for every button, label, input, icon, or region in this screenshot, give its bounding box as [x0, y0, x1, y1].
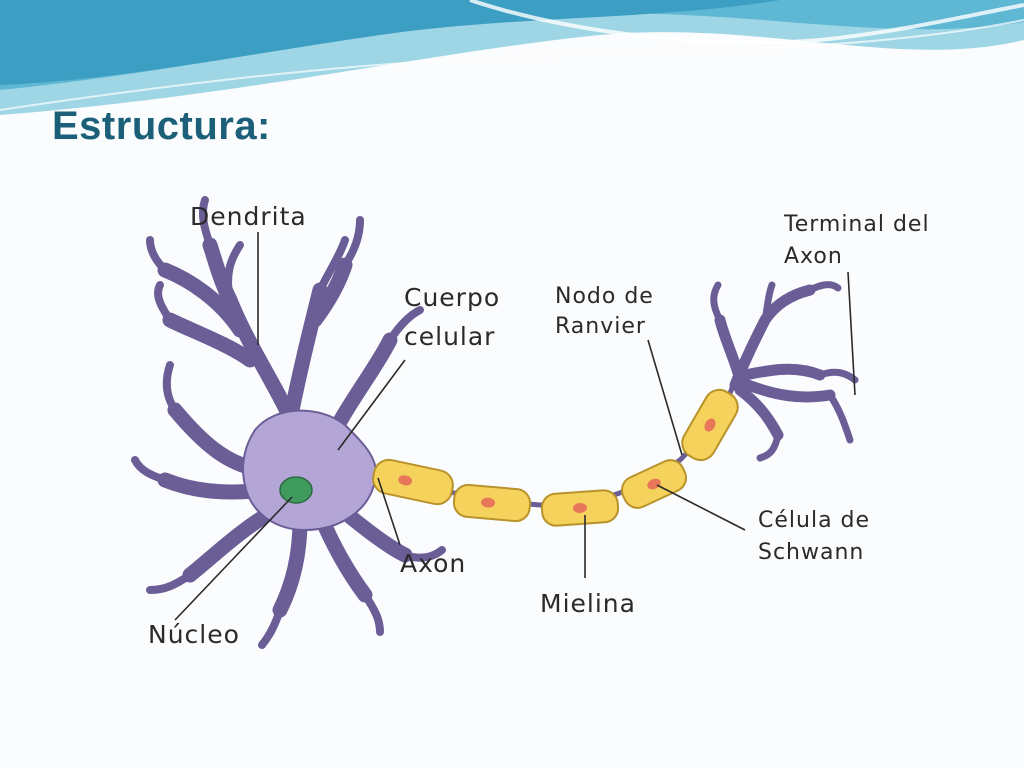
- leader-axon: [377, 477, 401, 546]
- myelin-segment: [452, 483, 532, 523]
- label-schwann-line1: Célula de: [758, 508, 870, 533]
- label-dendrita: Dendrita: [190, 202, 307, 231]
- label-mielina: Mielina: [540, 589, 636, 618]
- schwann-nucleus: [573, 502, 587, 514]
- label-schwann-line2: Schwann: [758, 540, 864, 565]
- leader-cuerpo: [337, 359, 406, 451]
- leader-nucleo: [174, 496, 293, 621]
- label-terminal-line1: Terminal del: [783, 212, 930, 237]
- axon-terminal: [710, 281, 859, 462]
- leader-schwann: [656, 484, 746, 531]
- schwann-nucleus: [647, 478, 661, 490]
- label-nodo-line2: Ranvier: [555, 314, 646, 339]
- label-nodo-line1: Nodo de: [555, 284, 654, 309]
- schwann-nucleus: [481, 497, 496, 508]
- myelin-sheath: [372, 388, 739, 527]
- cell-body: [242, 409, 377, 532]
- schwann-nucleus: [704, 418, 716, 432]
- schwann-nucleus: [398, 475, 413, 486]
- wave-highlight: [469, 0, 1024, 45]
- leader-terminal: [847, 271, 856, 396]
- myelin-segment: [372, 458, 454, 506]
- myelin-segment: [540, 489, 620, 527]
- label-cuerpo-line2: celular: [404, 322, 495, 351]
- label-nucleo: Núcleo: [148, 620, 240, 649]
- leader-lines: [174, 232, 856, 621]
- myelin-segment: [620, 459, 688, 509]
- myelin-segment: [681, 388, 739, 462]
- header-wave-banner: [0, 0, 1024, 115]
- label-cuerpo-line1: Cuerpo: [404, 283, 500, 312]
- label-axon: Axon: [400, 549, 466, 578]
- label-terminal-line2: Axon: [784, 244, 843, 269]
- slide-title: Estructura:: [52, 104, 271, 148]
- leader-nodo: [647, 339, 683, 456]
- nucleus: [279, 476, 313, 504]
- wave-line: [0, 19, 1024, 111]
- wave-front: [0, 0, 780, 85]
